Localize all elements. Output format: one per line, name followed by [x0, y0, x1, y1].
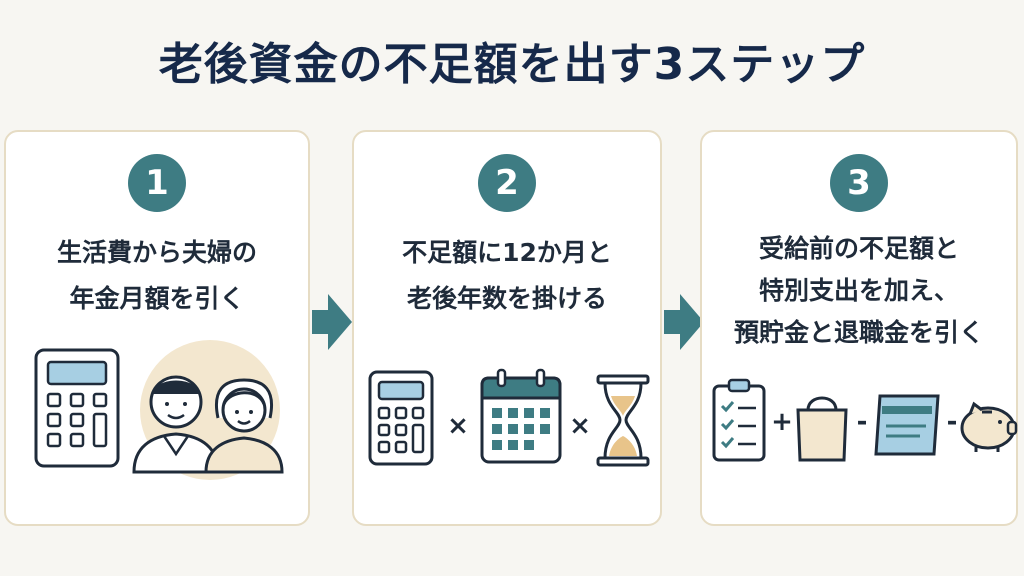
step-3-text: 受給前の不足額と 特別支出を加え、 預貯金と退職金を引く: [702, 228, 1016, 354]
step-3-line-3: 預貯金と退職金を引く: [733, 318, 984, 347]
page-title: 老後資金の不足額を出す3ステップ: [158, 39, 866, 90]
shopping-bag-icon: [796, 396, 848, 462]
step-3-card: 3 受給前の不足額と 特別支出を加え、 預貯金と退職金を引く + -: [700, 130, 1018, 526]
calendar-icon: [480, 368, 562, 464]
step-2-card: 2 不足額に12か月と 老後年数を掛ける ×: [352, 130, 662, 526]
step-2-number-badge: 2: [478, 154, 536, 212]
checklist-icon: [712, 378, 766, 462]
step-3-line-2: 特別支出を加え、: [758, 276, 959, 305]
piggy-bank-icon: [960, 401, 1018, 452]
step-1-card: 1 生活費から夫婦の 年金月額を引く: [4, 130, 310, 526]
calculator-icon: [34, 348, 120, 468]
minus-operator-2: -: [947, 407, 958, 437]
arrow-right-icon: [312, 294, 352, 350]
step-2-text: 不足額に12か月と 老後年数を掛ける: [354, 230, 660, 322]
calculator-icon: [368, 370, 434, 466]
step-3-illustration: + - -: [712, 378, 1018, 462]
elderly-couple-icon: [132, 340, 284, 480]
plus-operator: +: [771, 407, 793, 437]
step-3-number-badge: 3: [830, 154, 888, 212]
step-2-line-1: 不足額に12か月と: [402, 238, 612, 267]
arrow-right-icon: [664, 294, 704, 350]
step-1-illustration: [34, 340, 284, 480]
multiply-operator-1: ×: [447, 411, 469, 441]
step-2-line-2: 老後年数を掛ける: [406, 284, 607, 313]
bankbook-icon: [874, 394, 940, 456]
step-1-number-badge: 1: [128, 154, 186, 212]
step-2-illustration: × ×: [368, 368, 650, 467]
multiply-operator-2: ×: [569, 411, 591, 441]
step-1-text: 生活費から夫婦の 年金月額を引く: [6, 230, 308, 322]
minus-operator-1: -: [857, 407, 868, 437]
step-1-line-1: 生活費から夫婦の: [56, 238, 257, 267]
step-1-line-2: 年金月額を引く: [69, 284, 245, 313]
hourglass-icon: [596, 374, 650, 467]
step-3-line-1: 受給前の不足額と: [758, 234, 959, 263]
